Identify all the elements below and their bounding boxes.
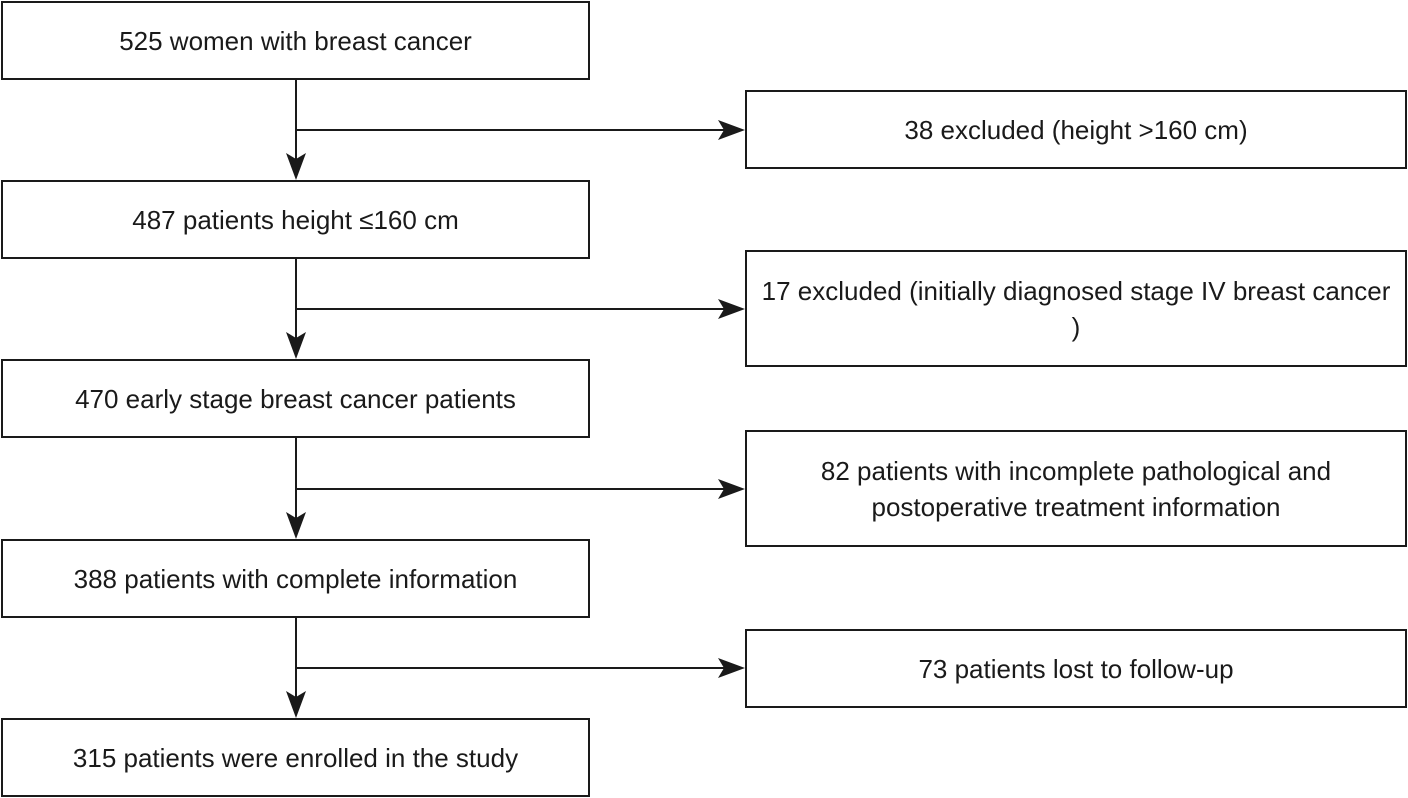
exclusion-box-lost-to-follow-up: 73 patients lost to follow-up — [745, 629, 1407, 708]
step-box-early-stage: 470 early stage breast cancer patients — [1, 359, 590, 438]
arrowhead-down-step3 — [286, 332, 306, 359]
arrowhead-right-exclusion-3 — [718, 479, 745, 499]
step-box-complete-information: 388 patients with complete information — [1, 539, 590, 618]
exclusion-box-incomplete-information: 82 patients with incomplete pathological… — [745, 430, 1407, 547]
arrowhead-down-step4 — [286, 512, 306, 539]
step-label: 487 patients height ≤160 cm — [132, 204, 459, 235]
exclusion-label: 38 excluded (height >160 cm) — [904, 114, 1248, 145]
step-box-enrolled: 315 patients were enrolled in the study — [1, 718, 590, 797]
step-box-height-eligible: 487 patients height ≤160 cm — [1, 180, 590, 259]
exclusion-label: 82 patients with incomplete pathological… — [820, 455, 1332, 522]
step-label: 388 patients with complete information — [73, 563, 518, 594]
arrowhead-right-exclusion-1 — [718, 120, 745, 140]
arrowhead-right-exclusion-4 — [718, 658, 745, 678]
step-label: 525 women with breast cancer — [119, 25, 472, 56]
exclusion-label: 17 excluded (initially diagnosed stage I… — [761, 275, 1391, 342]
step-label: 315 patients were enrolled in the study — [72, 742, 519, 773]
arrowhead-right-exclusion-2 — [718, 299, 745, 319]
step-label: 470 early stage breast cancer patients — [75, 383, 516, 414]
step-box-initial-cohort: 525 women with breast cancer — [1, 1, 590, 80]
arrowhead-down-step2 — [286, 153, 306, 180]
arrowhead-down-step5 — [286, 691, 306, 718]
exclusion-label: 73 patients lost to follow-up — [918, 653, 1234, 684]
exclusion-box-height: 38 excluded (height >160 cm) — [745, 90, 1407, 169]
exclusion-box-stage-iv: 17 excluded (initially diagnosed stage I… — [745, 250, 1407, 367]
